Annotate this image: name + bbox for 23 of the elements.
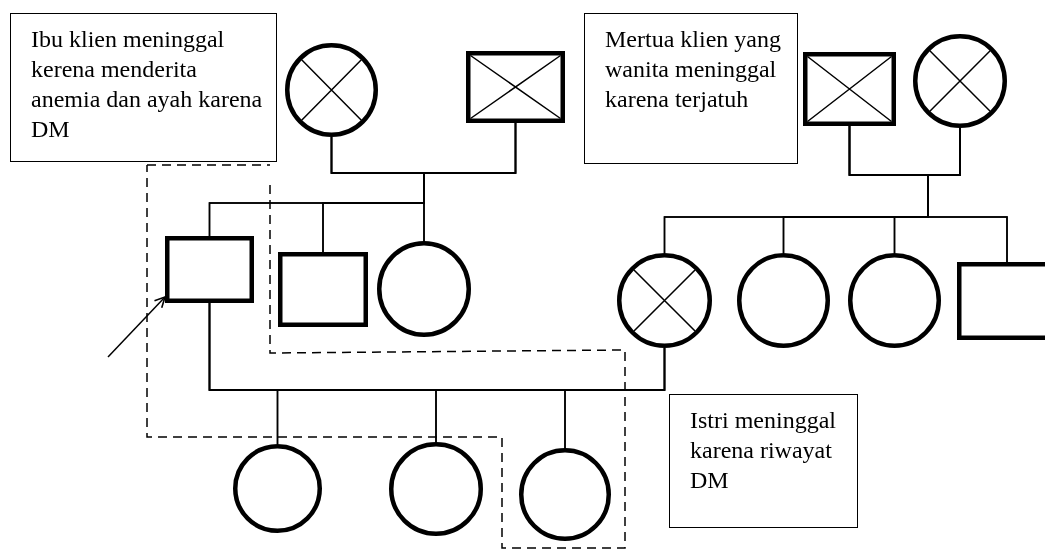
female-symbol xyxy=(389,442,483,536)
note-text: Istri meninggal karena riwayat DM xyxy=(690,406,837,495)
note-text: Ibu klien meninggal kerena menderita anemia dan ayah karena DM xyxy=(31,25,264,144)
note-box xyxy=(584,13,798,164)
deceased-female-symbol xyxy=(913,34,1007,128)
note-box xyxy=(669,394,858,528)
female-symbol xyxy=(848,253,941,348)
female-symbol xyxy=(377,241,471,337)
deceased-female-symbol xyxy=(285,43,378,137)
female-symbol xyxy=(519,448,611,541)
female-symbol xyxy=(737,253,830,348)
deceased-male-symbol xyxy=(466,51,565,123)
note-text: Mertua klien yang wanita meninggal karena terjatuh xyxy=(605,25,782,114)
relationship-line xyxy=(927,127,1008,263)
deceased-male-symbol xyxy=(803,52,896,126)
male-symbol xyxy=(957,262,1045,340)
female-symbol xyxy=(233,444,322,533)
pointer-arrow xyxy=(107,296,166,358)
male-symbol xyxy=(278,252,368,327)
note-box xyxy=(10,13,277,162)
male-symbol xyxy=(165,236,254,303)
relationship-line xyxy=(423,122,517,242)
deceased-female-symbol xyxy=(617,253,712,348)
